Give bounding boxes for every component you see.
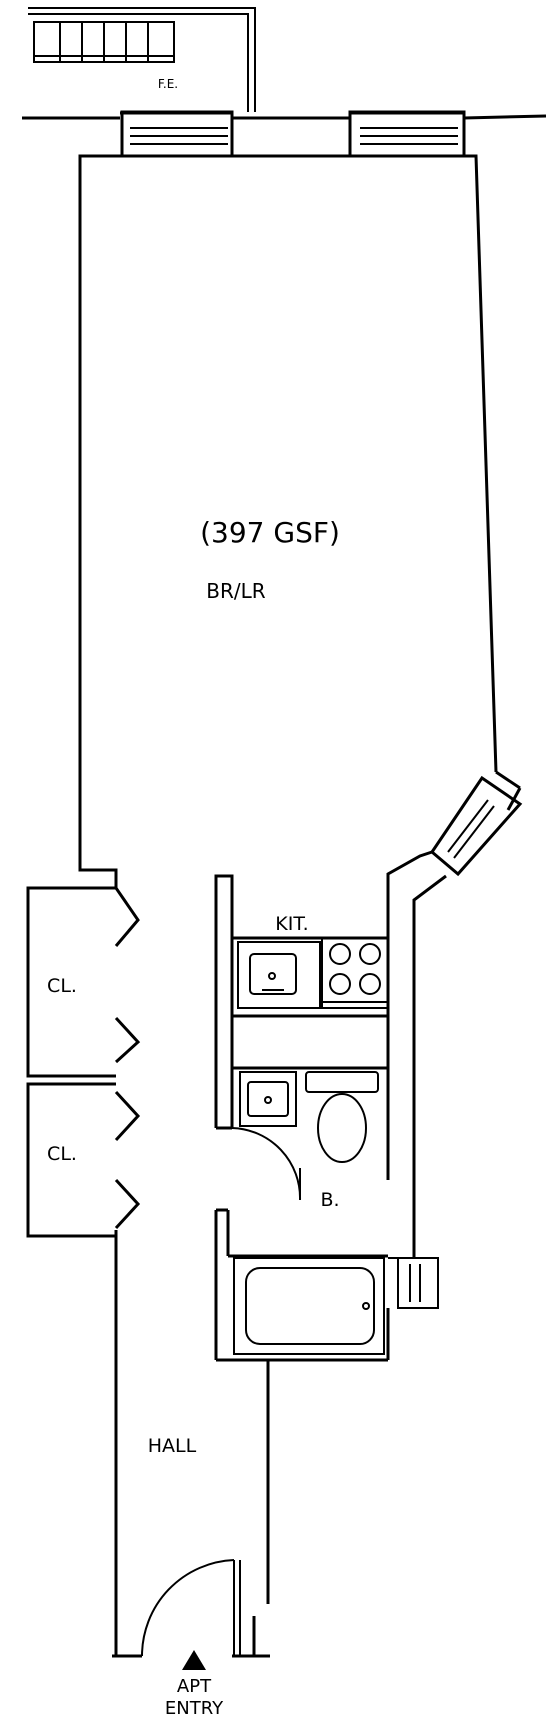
label-room: BR/LR [206, 579, 265, 603]
label-fire-escape: F.E. [158, 77, 178, 91]
label-closet-upper: CL. [47, 975, 77, 997]
window-angled [430, 775, 523, 877]
main-room-walls [78, 154, 522, 888]
entry-door [140, 1559, 241, 1657]
toilet [305, 1071, 379, 1163]
closet-upper [26, 886, 141, 1078]
kitchen-range [321, 937, 389, 1009]
wall-pier [230, 116, 352, 158]
label-hall: HALL [148, 1435, 197, 1457]
hall-walls [112, 1230, 270, 1658]
label-closet-lower: CL. [47, 1143, 77, 1165]
kitchen-counter [237, 941, 321, 1009]
bathroom-door [231, 1127, 302, 1201]
window-left [120, 110, 234, 158]
window-bath [388, 1257, 439, 1309]
entry-arrow-icon [182, 1650, 206, 1670]
label-area: (397 GSF) [200, 516, 340, 549]
bath-sink [239, 1071, 297, 1127]
closet-lower [26, 1082, 141, 1250]
label-entry-line2: ENTRY [165, 1698, 224, 1719]
bathtub [233, 1257, 385, 1355]
window-right [348, 110, 466, 158]
fire-escape [28, 7, 256, 112]
label-kitchen: KIT. [275, 913, 308, 935]
label-bath: B. [320, 1189, 339, 1211]
label-entry-line1: APT [177, 1676, 212, 1697]
bathroom-walls [214, 1066, 388, 1360]
